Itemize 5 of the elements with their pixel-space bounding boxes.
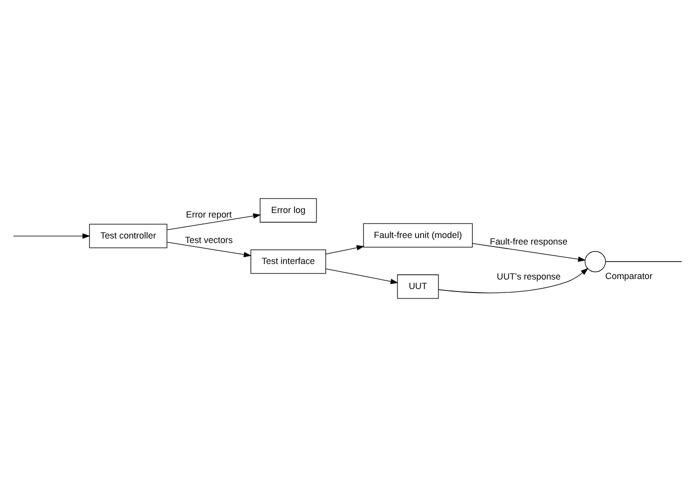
- edge-label: Error report: [186, 210, 232, 220]
- node-label: Comparator: [605, 271, 653, 282]
- edge-label: UUT's response: [496, 272, 561, 282]
- edge-label: Fault-free response: [490, 236, 568, 246]
- edge-label: Test vectors: [185, 235, 233, 246]
